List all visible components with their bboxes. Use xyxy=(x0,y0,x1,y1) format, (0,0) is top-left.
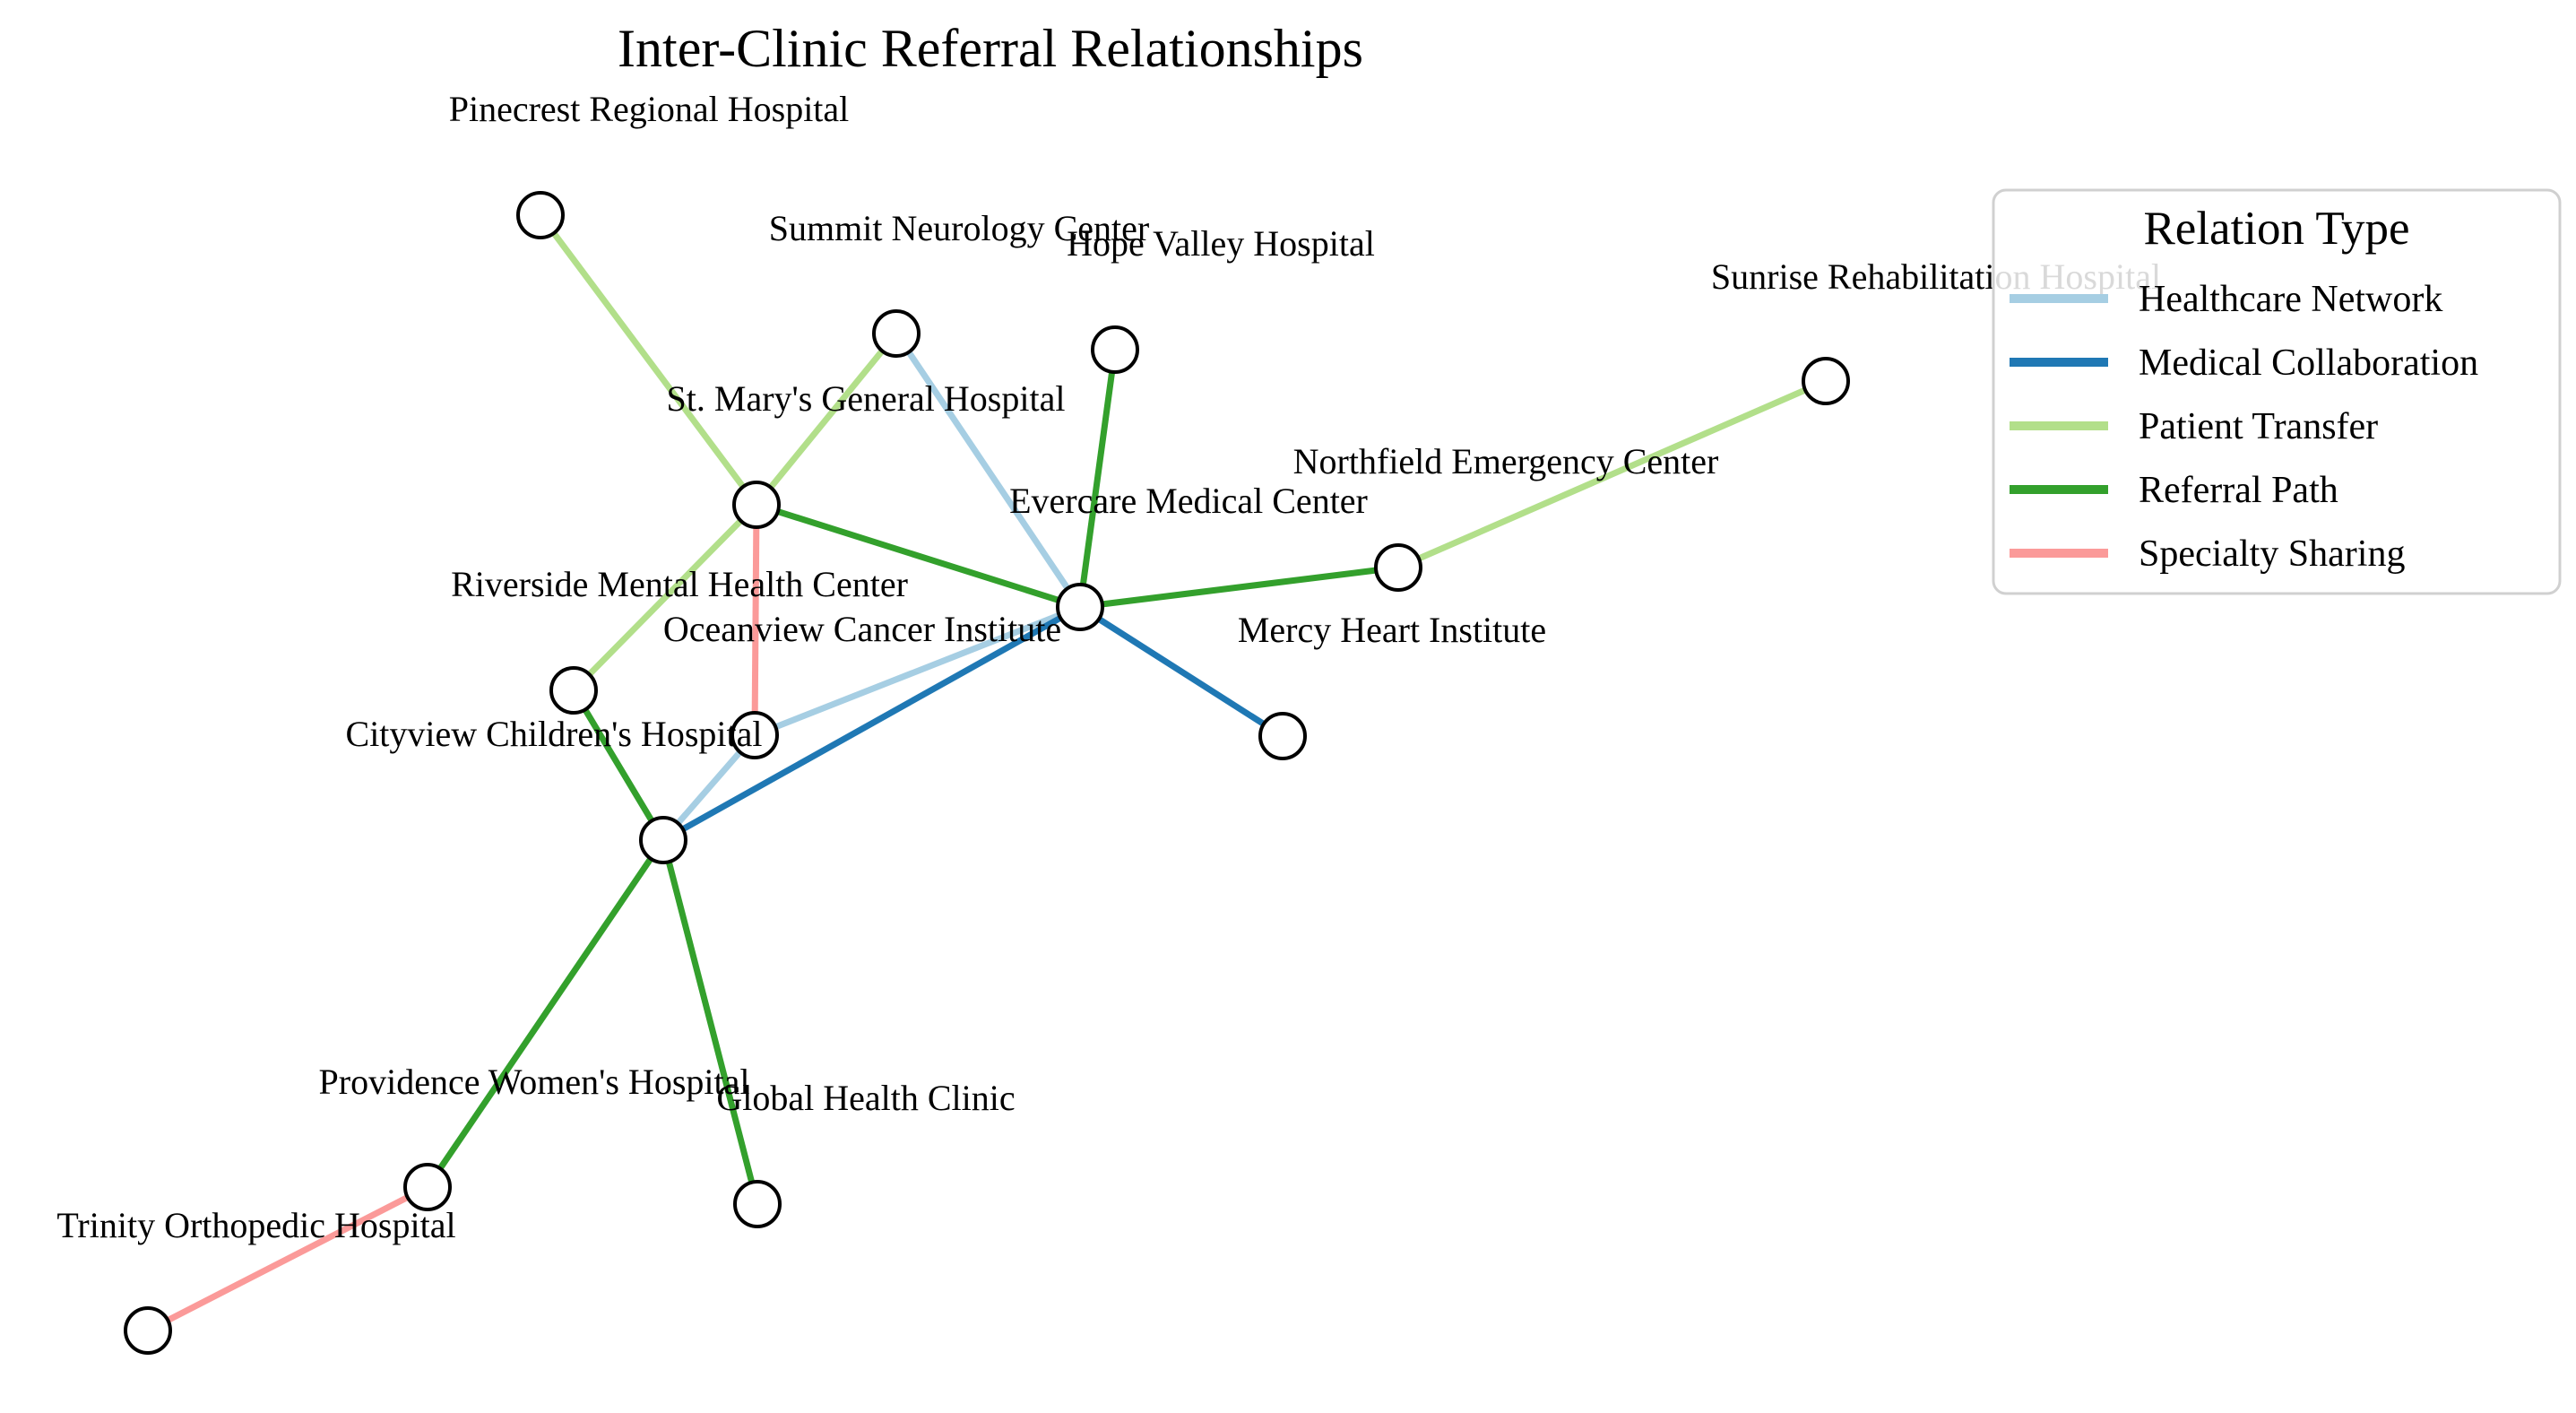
node-label-cityview: Cityview Children's Hospital xyxy=(346,714,763,754)
node-label-global: Global Health Clinic xyxy=(716,1078,1015,1118)
node-evercare[interactable] xyxy=(1056,583,1104,631)
node-trinity[interactable] xyxy=(124,1306,172,1355)
node-providence[interactable] xyxy=(403,1163,452,1211)
legend: Relation Type Healthcare NetworkMedical … xyxy=(1992,188,2562,595)
edge-summit-evercare xyxy=(894,332,1083,609)
edge-providence-trinity xyxy=(146,1183,429,1334)
node-oceanview[interactable] xyxy=(730,711,779,759)
edge-northfield-sunrise xyxy=(1396,377,1828,571)
node-label-northfield: Northfield Emergency Center xyxy=(1293,441,1719,481)
edge-cityview-providence xyxy=(425,838,666,1189)
node-label-pinecrest: Pinecrest Regional Hospital xyxy=(449,89,850,129)
edge-evercare-cityview xyxy=(661,603,1082,844)
node-label-riverside: Riverside Mental Health Center xyxy=(451,564,908,604)
node-sunrise[interactable] xyxy=(1802,357,1850,405)
node-label-providence: Providence Women's Hospital xyxy=(319,1062,750,1102)
legend-label-specialty_sharing: Specialty Sharing xyxy=(2139,533,2405,575)
edge-riverside-cityview xyxy=(570,689,667,842)
edge-stmarys-evercare xyxy=(755,501,1082,611)
legend-item-healthcare_network: Healthcare Network xyxy=(2010,279,2442,320)
node-summit[interactable] xyxy=(872,309,921,358)
legend-item-specialty_sharing: Specialty Sharing xyxy=(2010,533,2405,575)
edge-evercare-mercy xyxy=(1078,604,1284,739)
edge-cityview-global xyxy=(660,839,761,1205)
edge-evercare-oceanview xyxy=(753,603,1082,739)
node-label-trinity: Trinity Orthopedic Hospital xyxy=(56,1205,455,1245)
node-label-mercy: Mercy Heart Institute xyxy=(1238,610,1546,650)
legend-label-healthcare_network: Healthcare Network xyxy=(2139,279,2442,320)
nodes-layer xyxy=(124,191,1850,1355)
node-stmarys[interactable] xyxy=(732,481,781,529)
edge-stmarys-riverside xyxy=(571,502,759,693)
diagram-title: Inter-Clinic Referral Relationships xyxy=(618,19,1363,78)
edge-stmarys-oceanview xyxy=(751,504,760,736)
edge-summit-stmarys xyxy=(754,331,899,507)
edge-hopevalley-evercare xyxy=(1076,349,1119,608)
legend-title: Relation Type xyxy=(2143,203,2409,255)
legend-box xyxy=(1992,188,2562,595)
node-label-summit: Summit Neurology Center xyxy=(769,208,1149,248)
node-riverside[interactable] xyxy=(549,666,598,715)
node-mercy[interactable] xyxy=(1258,712,1307,760)
legend-item-referral_path: Referral Path xyxy=(2010,470,2338,511)
node-cityview[interactable] xyxy=(639,816,687,864)
node-northfield[interactable] xyxy=(1374,543,1422,592)
edge-pinecrest-stmarys xyxy=(538,212,759,507)
legend-item-patient_transfer: Patient Transfer xyxy=(2010,406,2378,447)
edge-evercare-northfield xyxy=(1079,564,1399,611)
legend-item-medical_collaboration: Medical Collaboration xyxy=(2010,342,2478,384)
node-pinecrest[interactable] xyxy=(516,191,565,239)
node-label-stmarys: St. Mary's General Hospital xyxy=(667,378,1066,419)
legend-label-referral_path: Referral Path xyxy=(2139,470,2338,511)
node-global[interactable] xyxy=(733,1180,782,1228)
legend-label-medical_collaboration: Medical Collaboration xyxy=(2139,342,2478,384)
node-hopevalley[interactable] xyxy=(1091,325,1139,374)
node-label-oceanview: Oceanview Cancer Institute xyxy=(663,609,1061,649)
node-label-evercare: Evercare Medical Center xyxy=(1009,481,1368,521)
node-label-hopevalley: Hope Valley Hospital xyxy=(1067,223,1375,264)
legend-label-patient_transfer: Patient Transfer xyxy=(2139,406,2378,447)
